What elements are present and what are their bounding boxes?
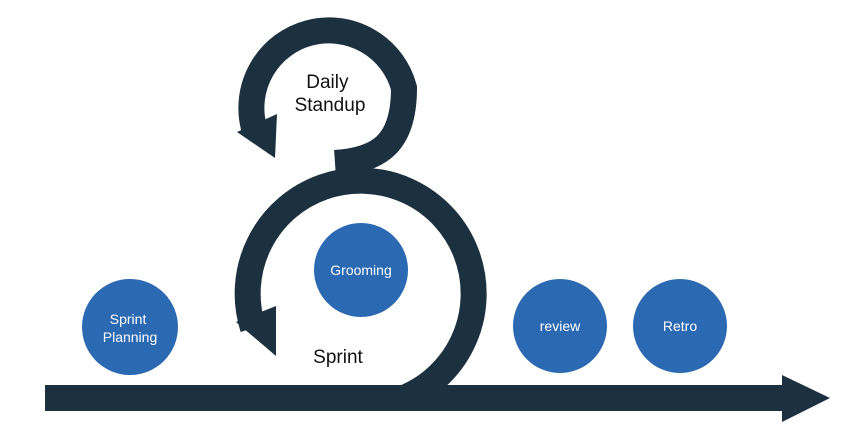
grooming-node: Grooming — [314, 223, 408, 317]
review-node-label: review — [540, 318, 581, 334]
retro-node-label: Retro — [663, 318, 697, 334]
sprint-loop-ring — [234, 167, 487, 410]
daily-standup-loop-ring — [238, 17, 418, 176]
grooming-node-circle — [314, 223, 408, 317]
sprint-planning-node-label-line2: Planning — [103, 329, 158, 345]
sprint-planning-node-label-line1: Sprint — [110, 311, 147, 327]
retro-node-circle — [633, 279, 727, 373]
sprint-loop-arrowhead — [236, 306, 276, 356]
sprint-planning-node-circle — [82, 279, 178, 375]
daily-standup-loop — [237, 17, 418, 176]
review-node: review — [513, 279, 607, 373]
grooming-node-label: Grooming — [330, 262, 391, 278]
review-node-circle — [513, 279, 607, 373]
daily-standup-loop-arrowhead — [237, 114, 277, 158]
sprint-loop — [234, 167, 487, 410]
daily-standup-label-line2: Standup — [295, 95, 366, 116]
retro-node: Retro — [633, 279, 727, 373]
daily-standup-label: Daily Standup — [295, 72, 366, 116]
sprint-planning-node: Sprint Planning — [82, 279, 178, 375]
timeline-arrow-head — [782, 375, 830, 422]
daily-standup-label-line1: Daily — [306, 72, 349, 93]
sprint-planning-node-label: Sprint Planning — [103, 311, 158, 345]
sprint-label: Sprint — [313, 347, 363, 368]
